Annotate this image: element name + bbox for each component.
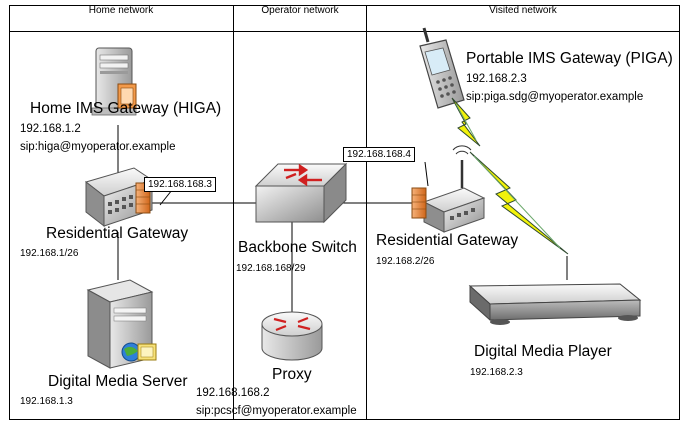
media-server-name: Digital Media Server xyxy=(48,373,188,390)
higa-sip: sip:higa@myoperator.example xyxy=(20,141,176,153)
piga-name: Portable IMS Gateway (PIGA) xyxy=(466,50,673,67)
region-label-visited: Visited network xyxy=(489,4,557,16)
proxy-router-icon xyxy=(261,311,323,361)
media-player-icon xyxy=(468,283,642,325)
home-gateway-subnet: 192.168.1/26 xyxy=(20,248,79,259)
backbone-switch-icon xyxy=(254,162,348,224)
backbone-switch-name: Backbone Switch xyxy=(238,239,357,256)
link-label-tail-home xyxy=(159,189,173,206)
piga-phone-icon xyxy=(419,27,465,109)
higa-name: Home IMS Gateway (HIGA) xyxy=(30,100,222,117)
region-label-operator: Operator network xyxy=(261,4,339,16)
media-player-name: Digital Media Player xyxy=(474,343,612,360)
proxy-sip: sip:pcscf@myoperator.example xyxy=(196,405,357,417)
visited-gateway-subnet: 192.168.2/26 xyxy=(376,256,435,267)
piga-ip: 192.168.2.3 xyxy=(466,73,527,85)
higa-computer-icon xyxy=(91,47,137,116)
region-label-home: Home network xyxy=(88,4,154,16)
home-gateway-icon xyxy=(84,167,154,228)
backbone-switch-subnet: 192.168.168/29 xyxy=(236,263,306,274)
home-gateway-link-ip: 192.168.168.3 xyxy=(144,177,216,192)
piga-sip: sip:piga.sdg@myoperator.example xyxy=(466,91,644,103)
media-player-ip: 192.168.2.3 xyxy=(470,367,523,378)
region-frame xyxy=(9,5,680,420)
connection-lines xyxy=(117,125,568,312)
higa-ip: 192.168.1.2 xyxy=(20,123,81,135)
visited-gateway-name: Residential Gateway xyxy=(376,232,519,249)
media-server-icon xyxy=(86,279,157,369)
proxy-name: Proxy xyxy=(272,366,312,383)
proxy-ip: 192.168.168.2 xyxy=(196,387,270,399)
home-gateway-name: Residential Gateway xyxy=(46,225,189,242)
link-label-tail-visited xyxy=(424,161,429,187)
wireless-link-icon xyxy=(451,97,569,255)
visited-gateway-icon xyxy=(411,145,486,233)
visited-gateway-link-ip: 192.168.168.4 xyxy=(343,147,415,162)
media-server-ip: 192.168.1.3 xyxy=(20,396,73,407)
